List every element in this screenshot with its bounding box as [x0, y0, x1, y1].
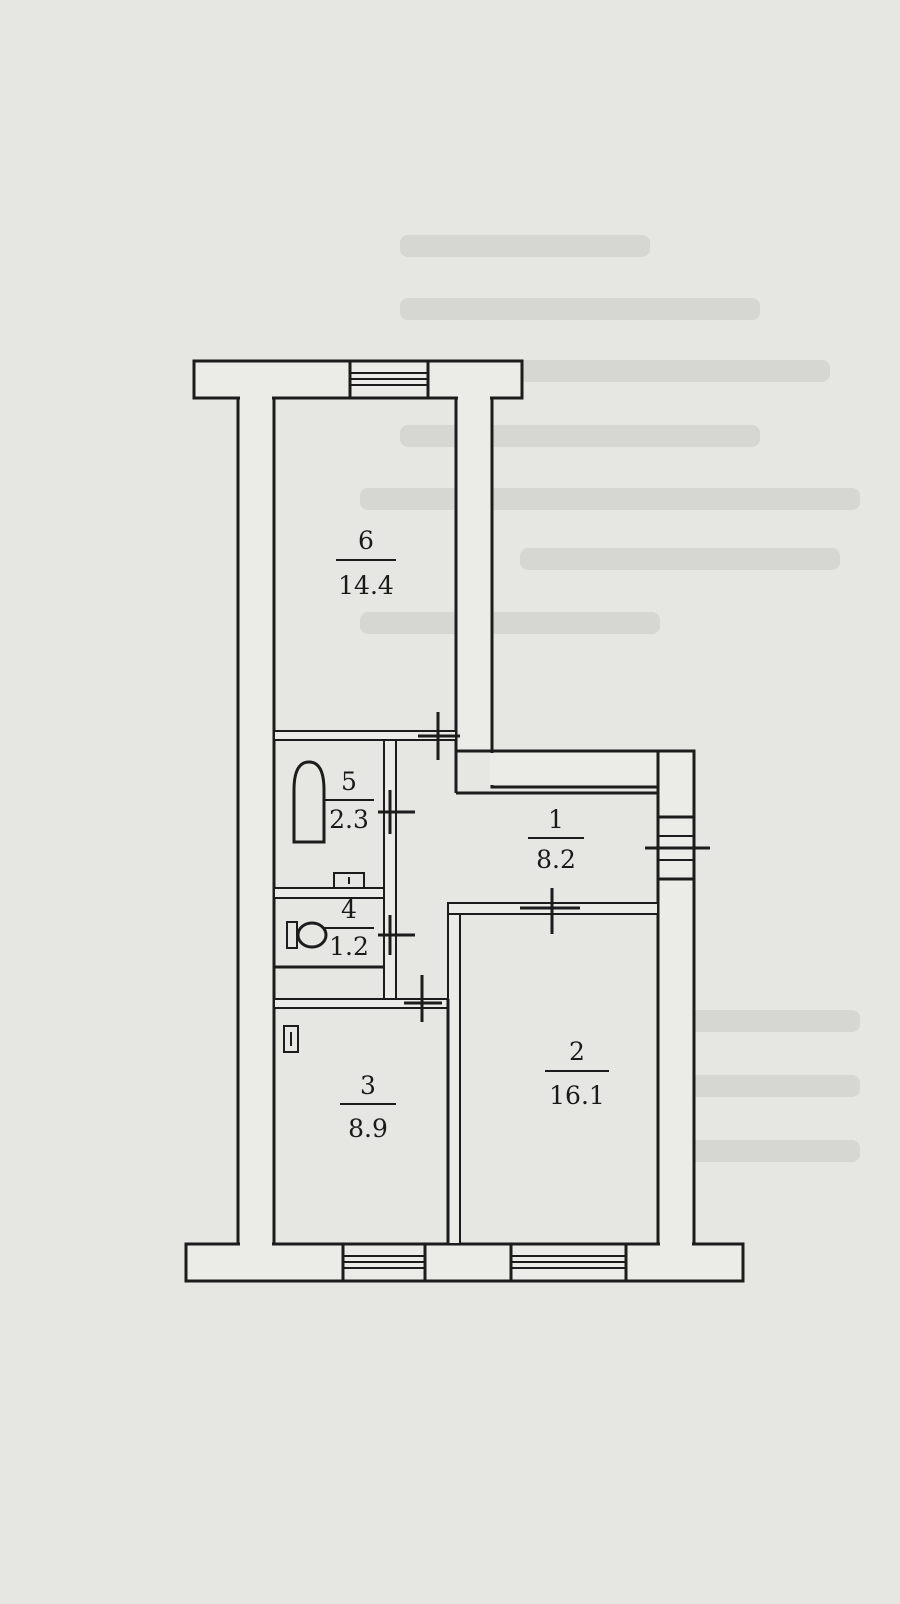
room-6-area: 14.4	[338, 571, 394, 600]
room-4-number: 4	[341, 895, 357, 924]
door-room-5	[378, 790, 415, 834]
room-3-number: 3	[360, 1071, 376, 1100]
toilet-icon	[286, 921, 328, 949]
door-room-6	[418, 712, 460, 760]
entrance-door	[645, 815, 710, 881]
bathtub-icon	[292, 760, 326, 844]
room-5-number: 5	[341, 767, 357, 796]
window-top	[348, 359, 430, 400]
room-3-label: 3 8.9	[340, 1071, 396, 1143]
room-2-number: 2	[569, 1037, 585, 1066]
room-1-number: 1	[548, 805, 564, 834]
window-bottom-room-2	[509, 1242, 628, 1283]
room-6-label: 6 14.4	[336, 526, 396, 600]
outer-walls	[184, 359, 745, 1283]
room-4-label: 4 1.2	[324, 895, 374, 961]
room-2-label: 2 16.1	[545, 1037, 609, 1110]
door-room-3	[404, 975, 442, 1022]
room-6-number: 6	[358, 526, 374, 555]
room-3-area: 8.9	[348, 1114, 388, 1143]
sink-icon	[333, 872, 365, 889]
room-2-area: 16.1	[549, 1081, 605, 1110]
room-5-area: 2.3	[329, 805, 369, 834]
door-room-2	[520, 888, 580, 934]
room-5-label: 5 2.3	[324, 767, 374, 834]
stove-icon	[283, 1025, 299, 1053]
door-room-4	[378, 915, 415, 955]
window-bottom-room-3	[341, 1242, 427, 1283]
room-1-area: 8.2	[536, 845, 576, 874]
room-4-area: 1.2	[329, 932, 369, 961]
room-1-label: 1 8.2	[528, 805, 584, 874]
